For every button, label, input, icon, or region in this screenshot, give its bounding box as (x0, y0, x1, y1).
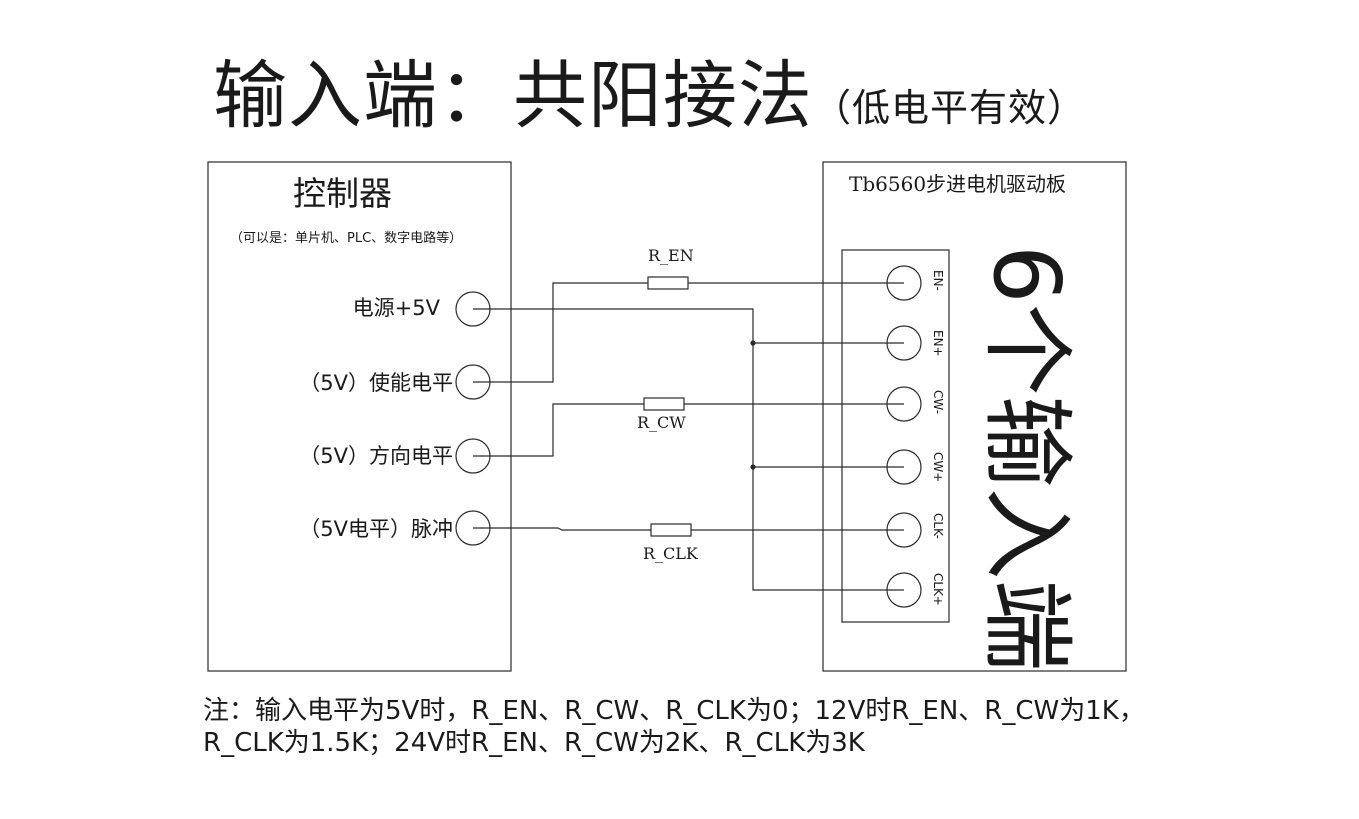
driver-box (822, 161, 1127, 672)
controller-box (207, 161, 512, 672)
pin-label-direction: （5V）方向电平 (299, 444, 453, 468)
resistor-label-en: R_EN (648, 246, 694, 265)
terminal-label-clk-minus: CLK- (931, 513, 945, 540)
resistor-cw (643, 397, 685, 411)
title-main: 输入端：共阳接法 (213, 53, 813, 139)
resistor-label-clk: R_CLK (643, 544, 698, 563)
page-title: 输入端：共阳接法（低电平有效） (213, 48, 1086, 156)
terminal-label-clk-plus: CLK+ (931, 573, 945, 606)
pin-label-pulse: （5V电平）脉冲 (299, 517, 453, 541)
resistor-label-cw: R_CW (637, 413, 686, 432)
junction-dot (750, 464, 756, 470)
junction-dot (750, 340, 756, 346)
note-line-1: 注：输入电平为5V时，R_EN、R_CW、R_CLK为0；12V时R_EN、R_… (203, 696, 1145, 726)
controller-subtitle: （可以是：单片机、PLC、数字电路等） (230, 231, 463, 246)
terminal-label-en-plus: EN+ (931, 330, 945, 357)
terminal-block (841, 249, 950, 623)
note-line-2: R_CLK为1.5K；24V时R_EN、R_CW为2K、R_CLK为3K (203, 728, 865, 758)
wire-pulse (473, 527, 651, 531)
terminal-label-en-minus: EN- (931, 270, 945, 291)
driver-side-label: 6个输入端 (973, 245, 1080, 672)
pin-label-enable: （5V）使能电平 (299, 371, 453, 395)
terminal-label-cw-plus: CW+ (931, 452, 945, 483)
wire-power-bus (473, 308, 904, 591)
resistor-clk (650, 523, 692, 537)
controller-title: 控制器 (293, 174, 392, 213)
resistor-en (647, 276, 689, 290)
title-subtitle: （低电平有效） (813, 86, 1087, 130)
terminal-label-cw-minus: CW- (931, 390, 945, 415)
pin-label-power: 电源+5V (352, 296, 440, 320)
wire-direction (473, 403, 644, 457)
wire-enable (473, 282, 648, 383)
driver-title: Tb6560步进电机驱动板 (849, 172, 1067, 196)
